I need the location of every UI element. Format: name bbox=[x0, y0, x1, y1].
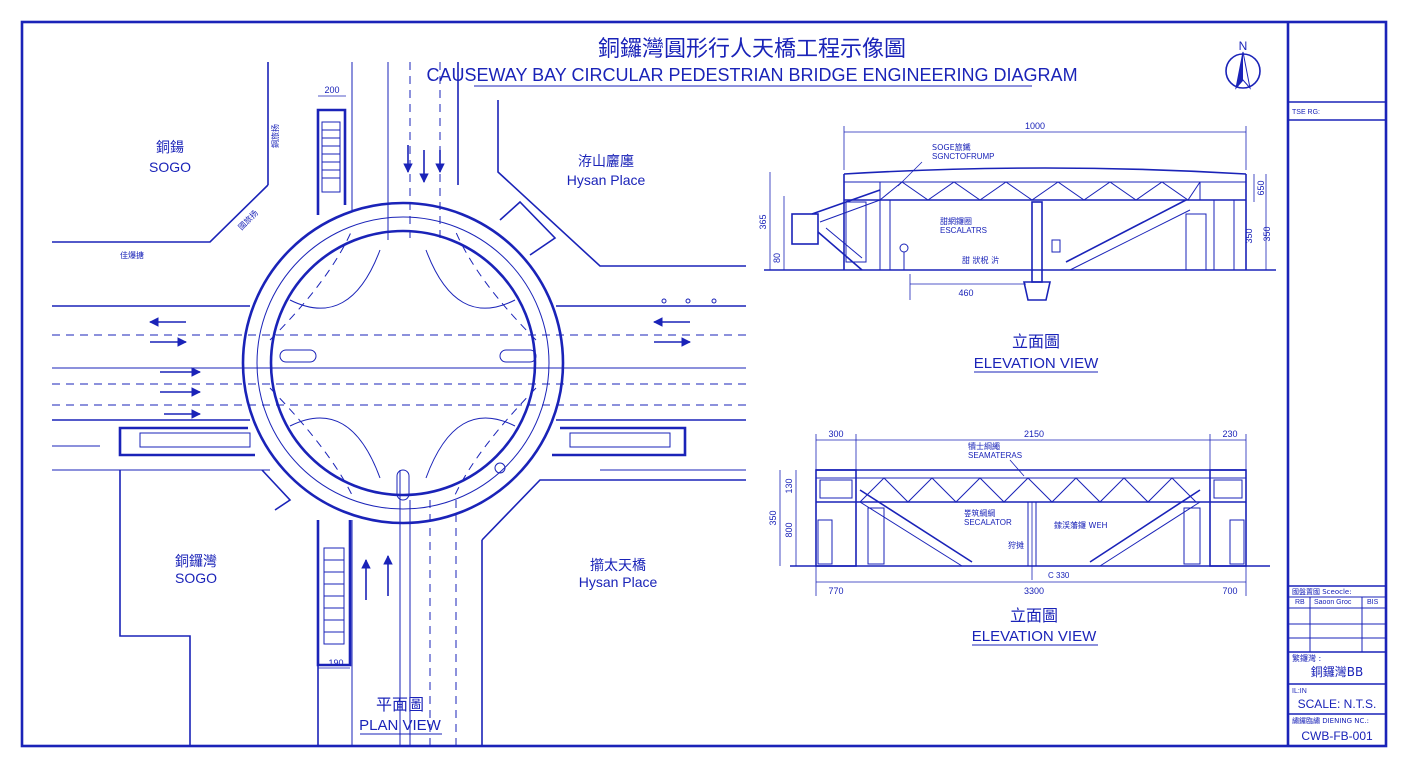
elev1-title-en: ELEVATION VIEW bbox=[974, 355, 1099, 372]
plan-dim-top: 200 bbox=[324, 85, 339, 95]
plan-label-ne-zh: 洊山廲廛 bbox=[578, 154, 634, 170]
elev1-dim-h-right-c: 350 bbox=[1262, 226, 1272, 241]
elev2-dim-b-mid: 3300 bbox=[1024, 586, 1044, 596]
elev2-dim-h2: 350 bbox=[768, 510, 778, 525]
elev1-dim-h-left-low: 80 bbox=[772, 253, 782, 263]
plan-title-zh: 平面圖 bbox=[376, 695, 424, 714]
sheet-border bbox=[20, 20, 1388, 748]
elev2-dim-clear: C 330 bbox=[1048, 571, 1070, 580]
plan-label-sw-zh: 銅鑼灣 bbox=[175, 554, 217, 570]
elev2-callout-esc: 뽚筑綱綱 bbox=[964, 508, 995, 518]
titleblock-col-2: Saoon Groc bbox=[1314, 599, 1352, 606]
elev1-dim-h-right-a: 650 bbox=[1256, 180, 1266, 195]
title-en: CAUSEWAY BAY CIRCULAR PEDESTRIAN BRIDGE … bbox=[426, 65, 1077, 85]
elev2-dim-b-left: 770 bbox=[828, 586, 843, 596]
titleblock-table-head: 國盤置國 Sceocle: bbox=[1292, 587, 1352, 596]
titleblock-project: 銅鑼灣BB bbox=[1311, 664, 1363, 679]
elevation-view-2: 300 2150 230 130 350 800 bbox=[768, 429, 1270, 646]
plan-label-ne-en: Hysan Place bbox=[567, 172, 646, 188]
elev1-dim-h-right-b: 350 bbox=[1244, 228, 1254, 243]
plan-label-nw-en: SOGO bbox=[149, 159, 191, 175]
elev2-dim-h3: 800 bbox=[784, 522, 794, 537]
elev1-dim-span: 460 bbox=[958, 288, 973, 298]
north-arrow: N bbox=[1225, 39, 1261, 90]
elev2-callout-esc-en: SECALATOR bbox=[964, 518, 1012, 527]
plan-title-en: PLAN VIEW bbox=[359, 717, 442, 734]
title-zh: 銅鑼灣圓形行人天橋工程示像圖 bbox=[598, 37, 906, 62]
elev2-title-en: ELEVATION VIEW bbox=[972, 628, 1097, 645]
elev1-title-zh: 立面圖 bbox=[1012, 332, 1060, 351]
plan-label-se-zh: 擶太天橋 bbox=[590, 558, 646, 574]
plan-label-se-en: Hysan Place bbox=[579, 574, 658, 590]
plan-label-small-nw: 國旅扬 bbox=[236, 208, 260, 232]
titleblock-col-3: BIS bbox=[1367, 599, 1379, 606]
elevation-view-1: 1000 365 bbox=[758, 121, 1276, 373]
elev1-callout-esc: 甜網鑼圈 bbox=[940, 216, 972, 226]
titleblock-project-label: 繁鑼灣 : bbox=[1292, 653, 1321, 663]
elev2-callout-small: 狩摊 bbox=[1008, 540, 1024, 550]
elev2-callout-deck-en: SEAMATERAS bbox=[968, 451, 1022, 460]
titleblock-scale-label: IL:IN bbox=[1292, 688, 1307, 695]
elev2-dim-b-right: 700 bbox=[1222, 586, 1237, 596]
elev2-dim-h1: 130 bbox=[784, 478, 794, 493]
plan-label-small-w: 佳爆搪 bbox=[120, 250, 144, 260]
ring-bridge-inner bbox=[269, 229, 537, 497]
title-block: TSE RG: 國盤置國 Sceocle: RB Saoon Groc BIS … bbox=[1286, 22, 1386, 746]
elev2-callout-deck: 犢士綱繩 bbox=[968, 441, 1000, 451]
titleblock-drawing-no: CWB-FB-001 bbox=[1301, 729, 1373, 743]
plan-dim-bottom: 190 bbox=[328, 658, 343, 668]
plan-view: 200 190 bbox=[52, 62, 746, 746]
plan-label-nw-zh: 銅鍚 bbox=[156, 139, 184, 156]
plan-label-small-n: 銅旅扬 bbox=[270, 124, 280, 148]
elev2-dim-left: 300 bbox=[828, 429, 843, 439]
titleblock-scale: SCALE: N.T.S. bbox=[1298, 697, 1377, 711]
elev1-callout-ground: 甜 狀柷 沜 bbox=[962, 255, 999, 265]
elev2-dim-right: 230 bbox=[1222, 429, 1237, 439]
titleblock-drawing-label: 繡鑼臨繡 DIENING NC.: bbox=[1292, 716, 1369, 725]
elev1-dim-width: 1000 bbox=[1025, 121, 1045, 131]
elev1-dim-h-left: 365 bbox=[758, 214, 768, 229]
elev2-dim-mid: 2150 bbox=[1024, 429, 1044, 439]
plan-label-sw-en: SOGO bbox=[175, 570, 217, 586]
elev1-callout-deck: SOGE旅鐵 bbox=[932, 142, 971, 152]
elev2-callout-esc2: 鎍渓藩鑼 WEH bbox=[1054, 520, 1108, 530]
elev1-callout-esc-en: ESCALATRS bbox=[940, 226, 987, 235]
titleblock-col-1: RB bbox=[1295, 599, 1305, 606]
ring-bridge-outer bbox=[241, 201, 565, 525]
elev2-title-zh: 立面圖 bbox=[1010, 606, 1058, 625]
north-label: N bbox=[1239, 39, 1248, 53]
titleblock-rev: TSE RG: bbox=[1292, 109, 1320, 116]
elev1-callout-deck-en: SGNCTOFRUMP bbox=[932, 152, 995, 161]
